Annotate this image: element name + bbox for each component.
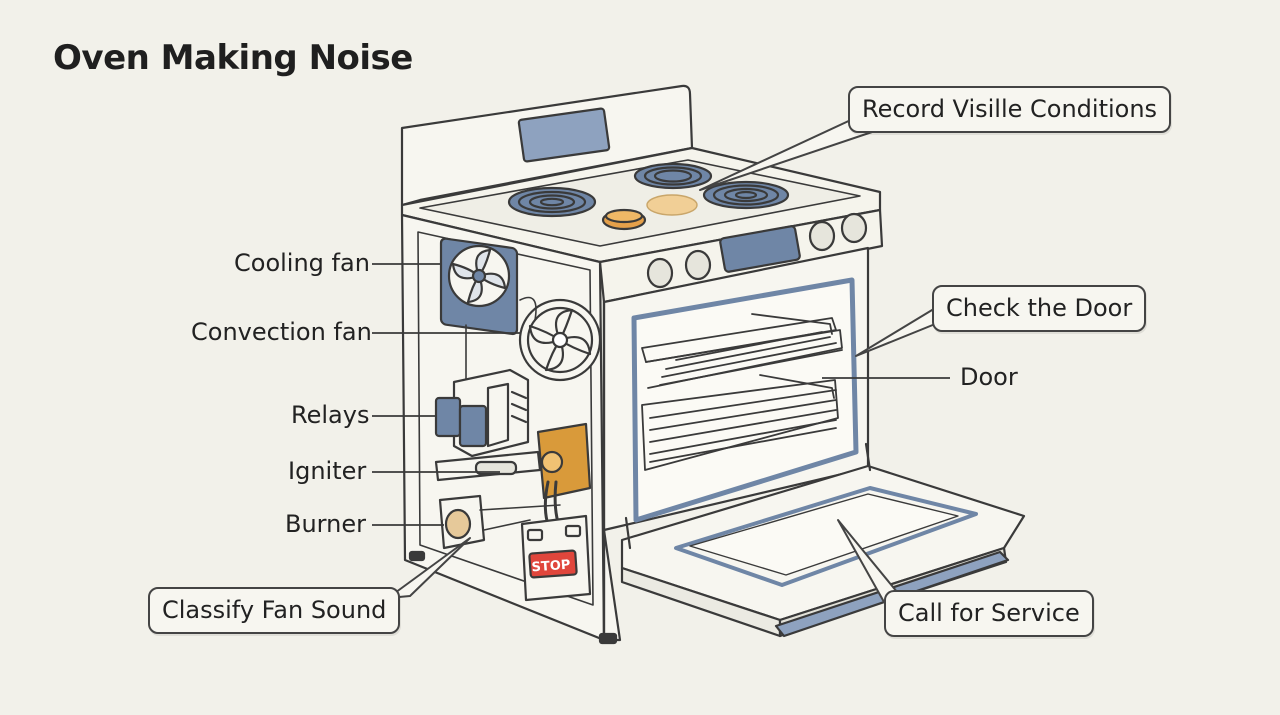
control-display [719,225,801,273]
stop-label: STOP [531,558,571,576]
label-door: Door [960,363,1018,391]
label-cooling-fan: Cooling fan [234,249,370,277]
callout-record-conditions: Record Visille Conditions [848,86,1172,133]
label-burner: Burner [285,510,366,538]
callout-call-for-service: Call for Service [884,590,1094,637]
control-knob [684,249,712,281]
cooktop-warm-spot [646,194,698,216]
oven-rack-upper [641,313,843,389]
label-relays: Relays [291,401,370,429]
oven-rack-lower [641,374,839,471]
cooktop-burner-back [633,162,713,190]
convection-fan-component [518,298,602,382]
callout-check-door: Check the Door [932,285,1147,332]
stop-control-box [520,514,592,602]
label-igniter: Igniter [288,457,367,485]
control-knob [840,212,868,244]
relays-component [434,368,530,458]
page-title: Oven Making Noise [53,38,413,78]
label-convection-fan: Convection fan [191,318,372,346]
cooktop-burner-right [702,180,790,210]
cooling-fan-component [439,237,519,336]
burner-component [438,494,561,550]
callout-classify-fan-sound: Classify Fan Sound [148,587,401,634]
control-knob [646,257,674,289]
cooktop-burner-front-left [507,186,597,218]
igniter-component [434,422,592,542]
control-knob [808,220,836,252]
backsplash-display [517,107,611,163]
